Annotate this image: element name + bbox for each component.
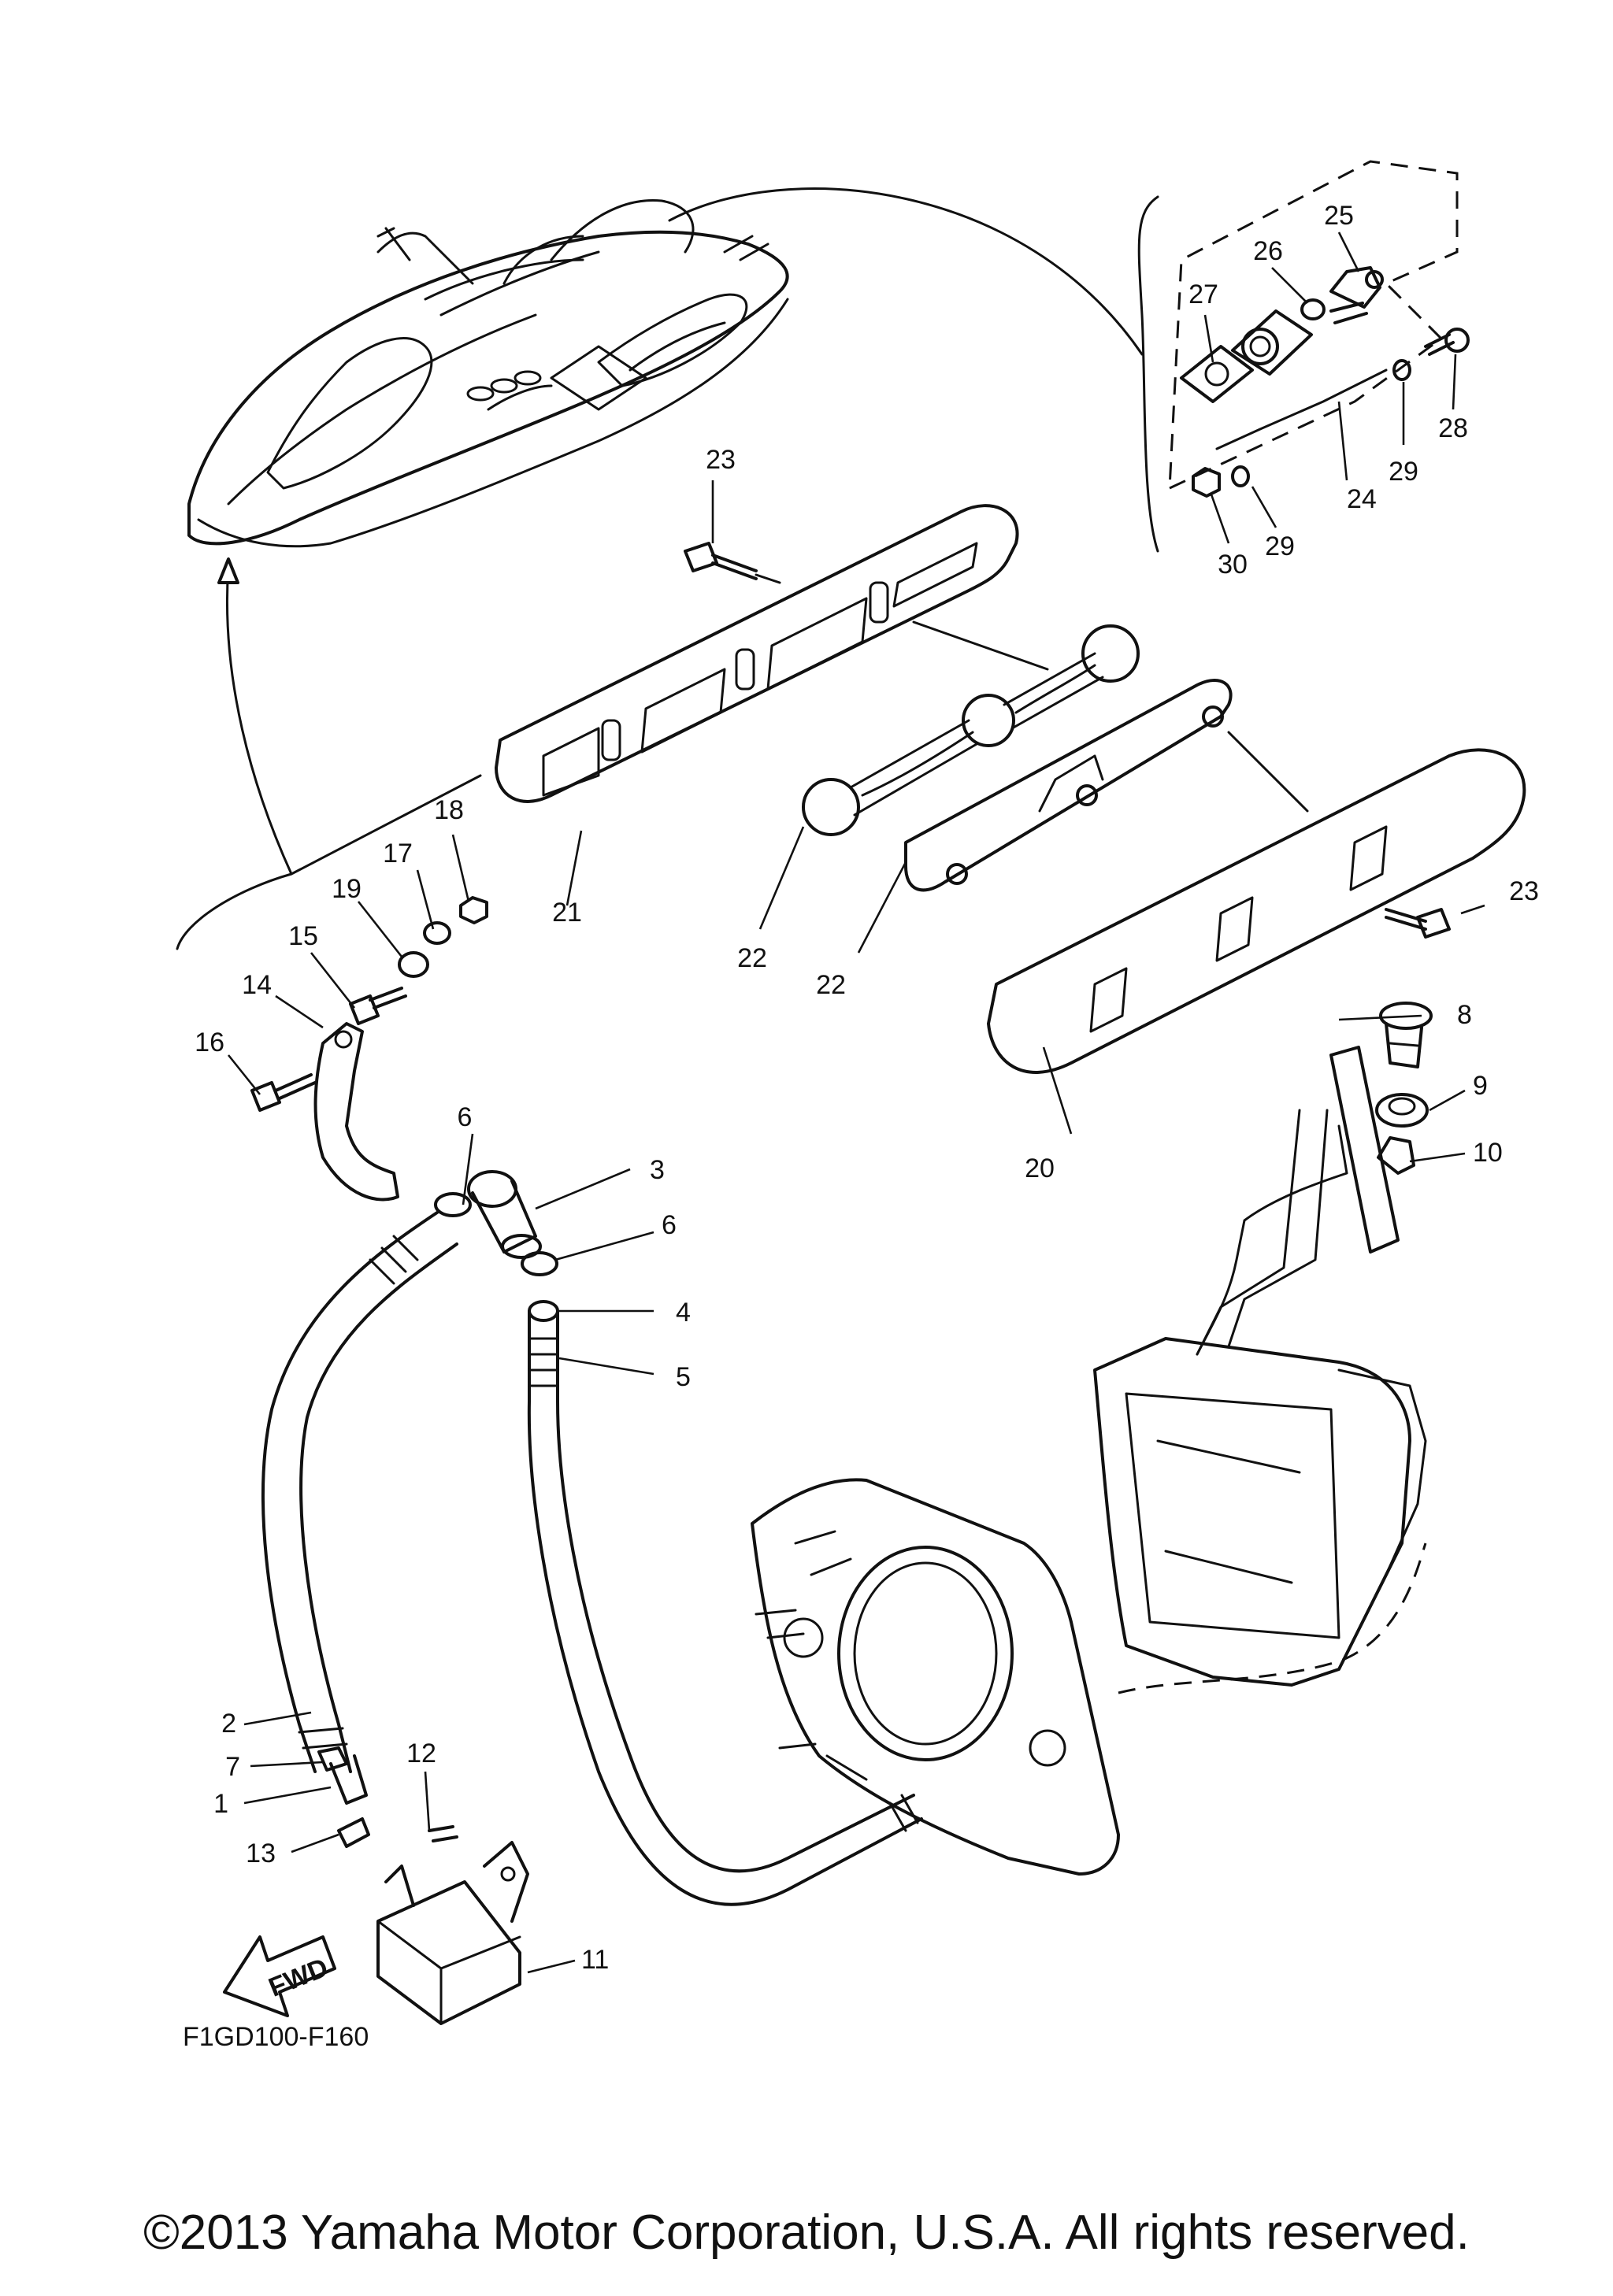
gasket-27 [1180,345,1254,403]
nut-18 [459,896,488,924]
washer-29b [1231,465,1250,487]
control-unit-11 [376,1841,529,2025]
o-ring-26 [1300,298,1326,320]
callout-12: 12 [406,1739,436,1768]
callout-27: 27 [1188,280,1218,309]
bolt-23a-line [755,573,781,584]
callout-23b: 23 [1509,876,1539,906]
callout-2: 2 [221,1709,236,1739]
callout-10: 10 [1473,1138,1503,1168]
callout-21: 21 [552,898,582,928]
sensor-housing-24 [1231,309,1313,376]
bolt-23b [1385,908,1451,939]
bolt-23a [684,542,758,580]
callout-22a: 22 [737,943,767,973]
callout-labels: 1 2 3 4 5 6 6 7 8 9 10 11 12 13 14 15 16… [195,201,1539,1975]
fwd-arrow-icon: FWD [223,1935,336,2017]
clamp-6a [434,1192,472,1217]
callout-30: 30 [1218,550,1248,580]
rail-pointer-line [912,620,1309,813]
pump-cooling-line [1118,1542,1427,1694]
callout-6b: 6 [662,1210,677,1240]
callout-1: 1 [213,1789,228,1819]
callout-8: 8 [1457,1000,1472,1030]
washer-29a [1392,359,1411,381]
pump-water-pipe [1196,1109,1329,1356]
bolt-16 [250,1073,317,1112]
leader-lines [227,231,1485,1974]
callout-28: 28 [1438,413,1468,443]
arrowhead-up [217,557,239,584]
diagram-code: F1GD100-F160 [183,2022,369,2052]
callout-24: 24 [1347,484,1377,514]
clamp-10 [1377,1136,1415,1175]
callout-4: 4 [676,1298,691,1328]
detail-box-outline [1137,160,1459,553]
intake-grill-21 [495,504,1019,803]
plug-strip [1329,1046,1400,1254]
callout-23a: 23 [706,445,736,475]
hull-to-mount-arrow [225,565,293,876]
callout-29a: 29 [1389,457,1418,487]
callout-29b: 29 [1265,531,1295,561]
plug-8 [1379,1002,1433,1068]
callout-5: 5 [676,1362,691,1392]
callout-22b: 22 [816,970,846,1000]
hose-4-5 [527,1300,923,1906]
callout-20: 20 [1025,1154,1055,1183]
pump-adapter-plate [751,1478,1120,1876]
callout-6a: 6 [458,1102,473,1132]
callout-19: 19 [332,874,362,904]
sensor-25 [1329,266,1384,324]
nut-30 [1192,467,1221,498]
clamp-6b [521,1251,558,1276]
intake-grill-20 [987,748,1526,1074]
valve-3 [467,1170,542,1259]
watercraft-hull [187,198,789,548]
rail-22b [904,679,1233,892]
screw-28 [1424,328,1470,356]
callout-14: 14 [242,970,272,1000]
washer-17 [423,921,451,945]
detail-connector [1215,368,1388,450]
callout-17: 17 [383,839,413,868]
bracket-14 [313,1022,399,1202]
bolt-15 [349,987,407,1025]
pin-12 [428,1825,458,1842]
callout-25: 25 [1324,201,1354,231]
callout-11: 11 [581,1945,609,1975]
callout-26: 26 [1253,236,1283,266]
callout-15: 15 [288,921,318,951]
callout-3: 3 [650,1155,665,1185]
rail-22a [802,624,1140,836]
washer-9 [1375,1093,1429,1128]
hose-2 [261,1211,458,1805]
mount-group-bracket [176,774,482,950]
callout-9: 9 [1473,1071,1488,1101]
hull-to-detail-arrow [668,187,1144,356]
callout-16: 16 [195,1028,224,1057]
callout-7: 7 [225,1752,240,1782]
pump-housing [1093,1124,1427,1687]
washer-19 [398,951,429,978]
callout-18: 18 [434,795,464,825]
callout-13: 13 [246,1839,276,1868]
clip-7 [317,1746,348,1772]
clip-13 [337,1817,370,1848]
copyright-notice: ©2013 Yamaha Motor Corporation, U.S.A. A… [143,2205,1470,2260]
